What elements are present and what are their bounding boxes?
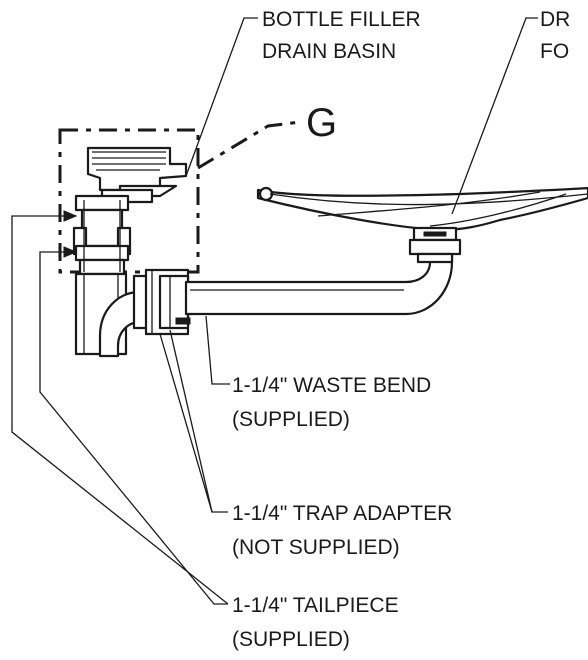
- trap-adapter-label-line1: 1-1/4" TRAP ADAPTER: [232, 502, 452, 525]
- label-tailpiece: 1-1/4" TAILPIECE (SUPPLIED): [232, 594, 399, 651]
- tailpiece-label-line1: 1-1/4" TAILPIECE: [232, 594, 399, 617]
- label-bottle-filler: BOTTLE FILLER DRAIN BASIN: [262, 8, 421, 63]
- leader-lines: [11, 17, 538, 605]
- trap-adapter-label-line2: (NOT SUPPLIED): [232, 536, 400, 559]
- waste-bend: [184, 250, 454, 316]
- drinking-fountain-basin: [256, 186, 588, 264]
- trap-adapter: [132, 268, 191, 336]
- label-trap-adapter: 1-1/4" TRAP ADAPTER (NOT SUPPLIED): [232, 502, 452, 559]
- waste-bend-label-line2: (SUPPLIED): [232, 408, 350, 431]
- detail-g-boundary: [58, 120, 301, 274]
- tailpiece: [74, 272, 142, 358]
- fountain-label-line1: DR: [540, 8, 570, 31]
- bottle-filler-label-line2: DRAIN BASIN: [262, 40, 396, 63]
- label-waste-bend: 1-1/4" WASTE BEND (SUPPLIED): [232, 374, 431, 431]
- detail-g-callout: G: [306, 101, 337, 145]
- waste-bend-label-line1: 1-1/4" WASTE BEND: [232, 374, 431, 397]
- bottle-filler-label-line1: BOTTLE FILLER: [262, 8, 421, 31]
- tailpiece-label-line2: (SUPPLIED): [232, 628, 350, 651]
- bottle-filler-drain-basin: [86, 146, 188, 204]
- fountain-label-line2: FO: [540, 40, 569, 63]
- upper-coupling: [72, 194, 132, 276]
- label-fountain: DR FO: [540, 8, 570, 63]
